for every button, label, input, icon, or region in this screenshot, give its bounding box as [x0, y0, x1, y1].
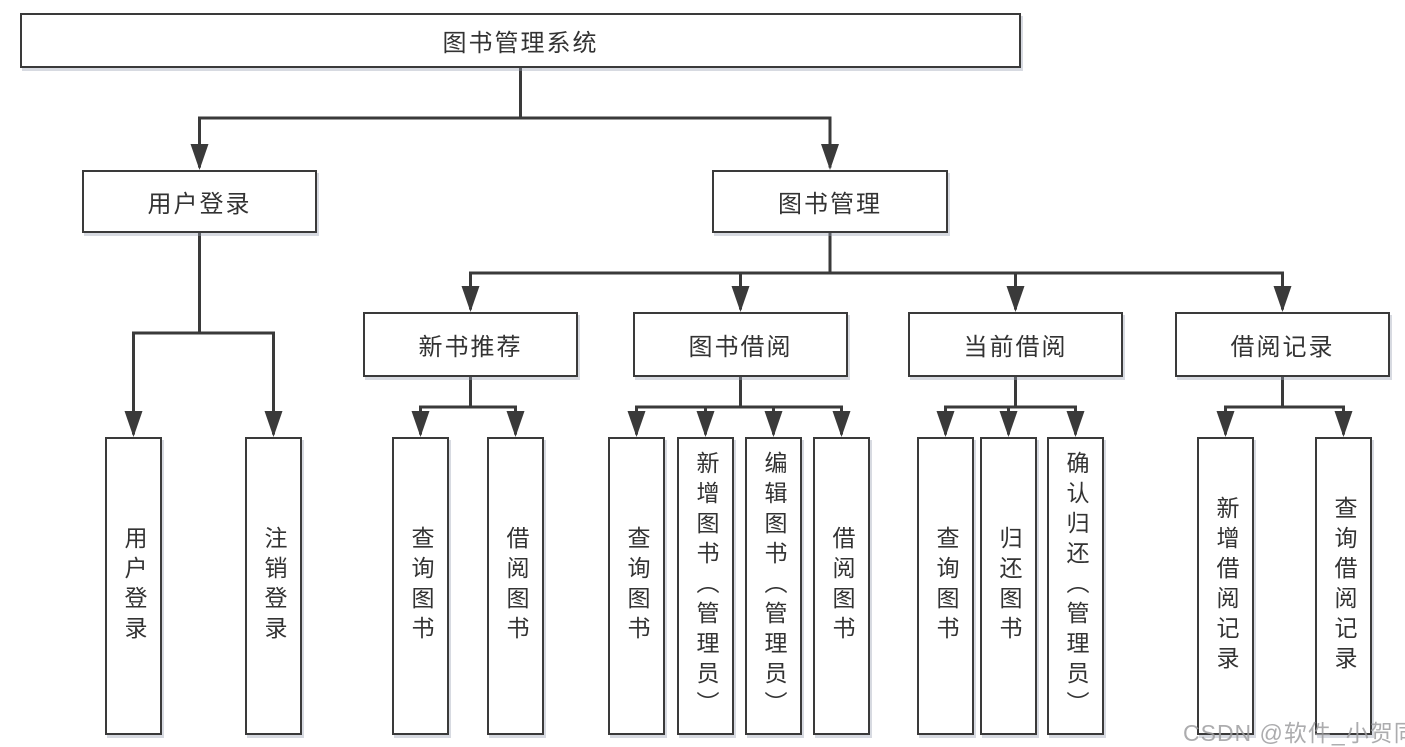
node-library-management-system: 图书管理系统	[20, 13, 1021, 68]
leaf-query-borrow-record: 查询借阅记录	[1315, 437, 1372, 735]
node-current-borrowing: 当前借阅	[908, 312, 1123, 377]
leaf-recommend-query-books: 查询图书	[392, 437, 449, 735]
leaf-borrow-borrow-books: 借阅图书	[813, 437, 870, 735]
leaf-current-query-books: 查询图书	[917, 437, 974, 735]
leaf-borrow-query-books: 查询图书	[608, 437, 665, 735]
watermark: CSDN @软件_小贺同学	[1183, 720, 1405, 746]
node-book-borrowing: 图书借阅	[633, 312, 848, 377]
leaf-add-borrow-record: 新增借阅记录	[1197, 437, 1254, 735]
leaf-current-confirm-return-admin: 确认归还（管理员）	[1047, 437, 1104, 735]
leaf-current-return-books: 归还图书	[980, 437, 1037, 735]
leaf-logout: 注销登录	[245, 437, 302, 735]
node-new-book-recommendation: 新书推荐	[363, 312, 578, 377]
leaf-borrow-add-books-admin: 新增图书（管理员）	[677, 437, 734, 735]
leaf-recommend-borrow-books: 借阅图书	[487, 437, 544, 735]
node-user-login: 用户登录	[82, 170, 317, 233]
node-book-management: 图书管理	[712, 170, 948, 233]
leaf-user-login: 用户登录	[105, 437, 162, 735]
node-borrowing-records: 借阅记录	[1175, 312, 1390, 377]
leaf-borrow-edit-books-admin: 编辑图书（管理员）	[745, 437, 802, 735]
